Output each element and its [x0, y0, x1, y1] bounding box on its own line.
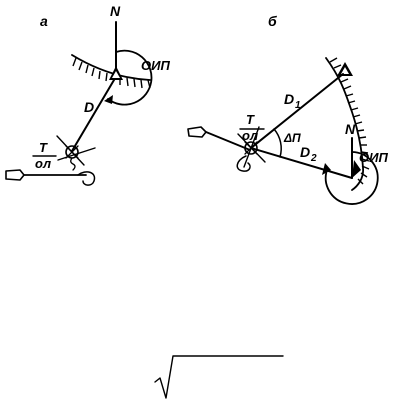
panel-a-wavy-link [70, 157, 76, 171]
panel-b-coast-hatching [329, 57, 370, 185]
panel-a-position-line-2 [57, 147, 96, 161]
panel-b-landmark-shading [352, 160, 361, 178]
radical-sign [154, 355, 284, 399]
panel-b-fraction-top: Т [246, 112, 255, 127]
panel-b-distance2-label: D [300, 144, 310, 160]
panel-b-bearing-label: ОИП [359, 150, 388, 165]
panel-a-turn-hook [77, 171, 96, 186]
panel-b-distance1-sub: 1 [295, 100, 301, 111]
panel-a-tag: а [40, 13, 48, 29]
panel-a-bearing-label: ОИП [141, 58, 170, 73]
panel-b-bearing-arrowhead [322, 163, 331, 175]
panel-b-turn-hook [236, 155, 251, 172]
panel-b-distance2-sub: 2 [310, 153, 317, 164]
panel-a-fraction-top: Т [39, 140, 48, 155]
panel-a-bearing-arrowhead [104, 95, 113, 104]
panel-b-bearing-arc [324, 151, 379, 205]
panel-a-bearing-arc [107, 49, 153, 106]
panel-b-distance2-line [250, 147, 353, 179]
panel-b-distance1-label: D [284, 91, 294, 107]
panel-a: а N ОИП D [5, 3, 170, 186]
panel-b-ship-symbol [187, 126, 207, 138]
panel-a-distance-line [71, 79, 115, 152]
panel-a-coastline [71, 54, 151, 81]
panel-b-angle-label: ΔП [283, 131, 301, 145]
panel-b-distance1-line [250, 73, 344, 149]
panel-b-fraction-bottom: ол [242, 128, 258, 143]
panel-a-north-label: N [110, 3, 121, 19]
panel-a-distance-label: D [84, 99, 94, 115]
panel-b-north-label: N [345, 121, 356, 137]
panel-b-tag: б [268, 13, 277, 29]
panel-b-course-line [205, 131, 251, 151]
panel-a-fraction-bottom: ол [35, 156, 51, 171]
panel-b: б [187, 13, 388, 205]
panel-b-angle-arc [273, 128, 282, 158]
panel-a-ship-symbol [5, 169, 25, 181]
panel-a-position-line-1 [56, 135, 85, 166]
